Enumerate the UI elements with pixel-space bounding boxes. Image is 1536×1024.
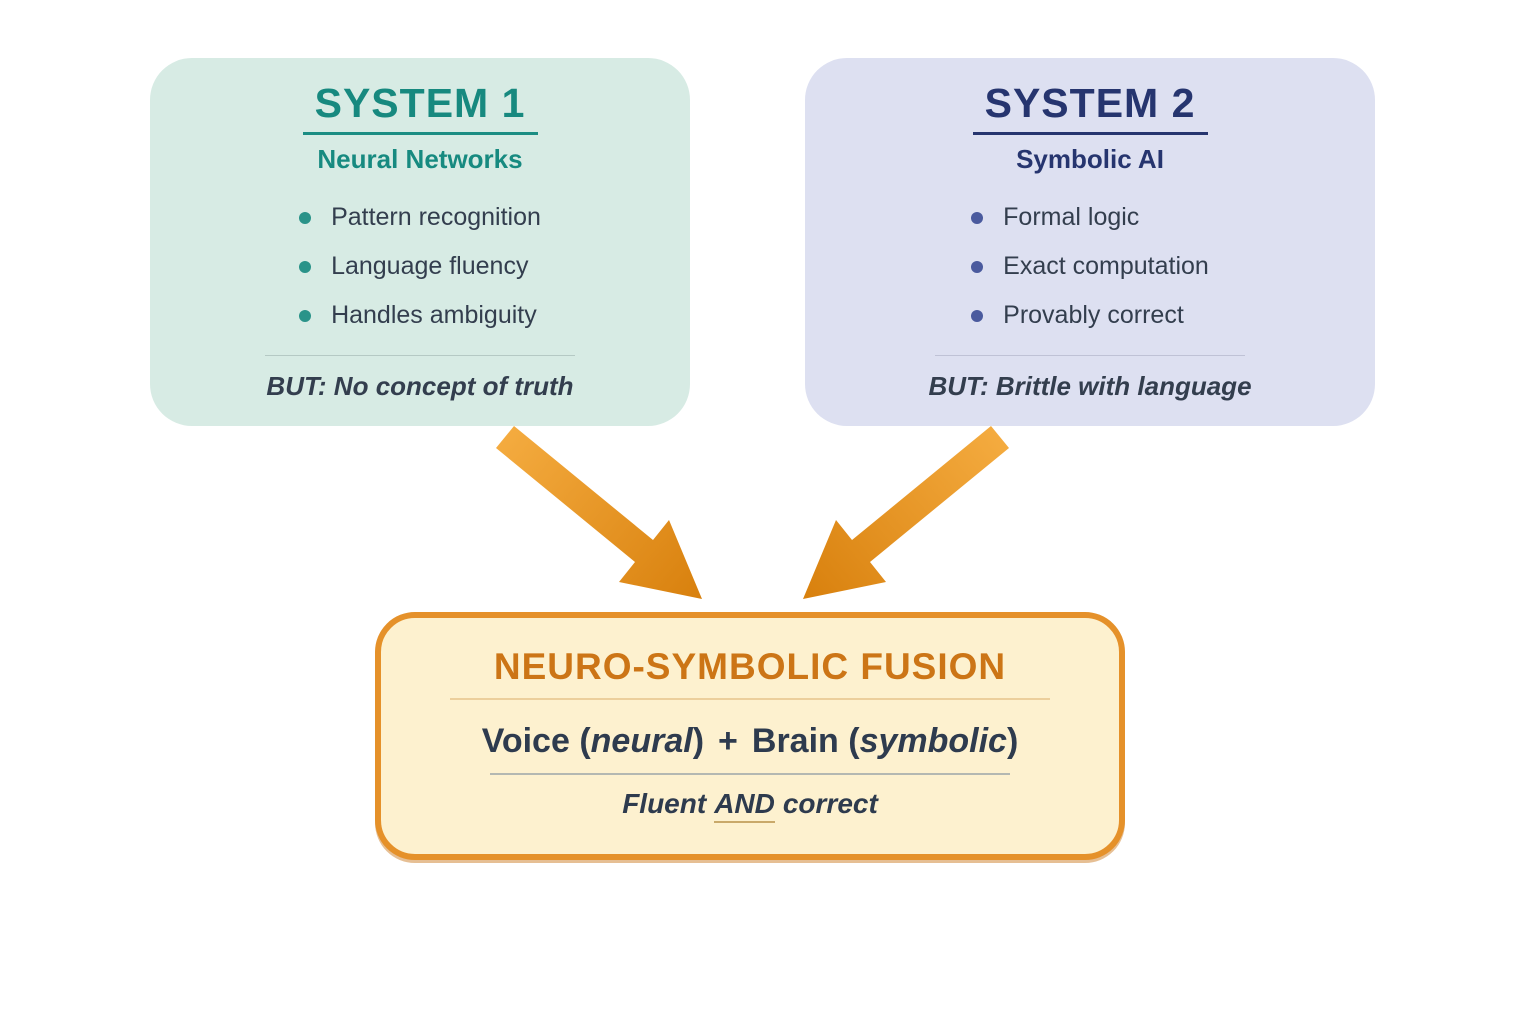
list-item: Exact computation — [971, 254, 1209, 279]
bullet-dot-icon — [299, 309, 312, 322]
formula-segment-italic: symbolic — [859, 722, 1007, 760]
fusion-title: NEURO-SYMBOLIC FUSION — [493, 646, 1007, 687]
system1-title-underline — [302, 132, 538, 136]
formula-segment: Voice ( — [481, 722, 591, 760]
list-item: Handles ambiguity — [299, 303, 541, 328]
system1-divider — [265, 355, 575, 357]
list-item: Formal logic — [971, 205, 1209, 230]
fusion-title-underline — [450, 698, 1050, 700]
bullet-label: Pattern recognition — [331, 203, 541, 232]
arrow-system2-to-fusion-icon — [803, 426, 1009, 599]
bullet-label: Formal logic — [1003, 203, 1140, 232]
system2-bullet-list: Formal logic Exact computation Provably … — [971, 205, 1209, 328]
system2-title-underline — [972, 132, 1208, 136]
system1-card: SYSTEM 1 Neural Networks Pattern recogni… — [150, 58, 690, 426]
system2-caveat: BUT: Brittle with language — [928, 371, 1252, 402]
fusion-formula-divider — [490, 773, 1010, 775]
system1-title: SYSTEM 1 — [314, 80, 526, 126]
bullet-dot-icon — [971, 211, 984, 224]
list-item: Provably correct — [971, 303, 1209, 328]
system1-caveat: BUT: No concept of truth — [266, 371, 574, 402]
system2-divider — [935, 355, 1245, 357]
bullet-label: Language fluency — [331, 252, 529, 281]
system1-subtitle: Neural Networks — [317, 144, 523, 175]
plus-sign: + — [718, 722, 738, 760]
fusion-card: NEURO-SYMBOLIC FUSION Voice (neural) + Bra… — [375, 612, 1125, 860]
bullet-dot-icon — [299, 260, 312, 273]
tagline-pre: Fluent — [622, 788, 707, 819]
list-item: Pattern recognition — [299, 205, 541, 230]
list-item: Language fluency — [299, 254, 541, 279]
formula-segment: ) — [1006, 722, 1019, 760]
bullet-dot-icon — [971, 309, 984, 322]
formula-segment: ) — [692, 722, 705, 760]
tagline-emphasis: AND — [714, 788, 775, 823]
formula-segment: Brain ( — [751, 722, 860, 760]
bullet-label: Handles ambiguity — [331, 301, 537, 330]
arrow-system1-to-fusion-icon — [496, 426, 702, 599]
system2-title: SYSTEM 2 — [984, 80, 1196, 126]
bullet-dot-icon — [971, 260, 984, 273]
fusion-formula: Voice (neural) + Brain (symbolic) — [381, 722, 1119, 761]
formula-segment-italic: neural — [590, 722, 693, 760]
bullet-dot-icon — [299, 211, 312, 224]
bullet-label: Exact computation — [1003, 252, 1209, 281]
system2-card: SYSTEM 2 Symbolic AI Formal logic Exact … — [805, 58, 1375, 426]
system1-bullet-list: Pattern recognition Language fluency Han… — [299, 205, 541, 328]
tagline-post: correct — [782, 788, 878, 819]
bullet-label: Provably correct — [1003, 301, 1184, 330]
system2-subtitle: Symbolic AI — [1016, 144, 1164, 175]
